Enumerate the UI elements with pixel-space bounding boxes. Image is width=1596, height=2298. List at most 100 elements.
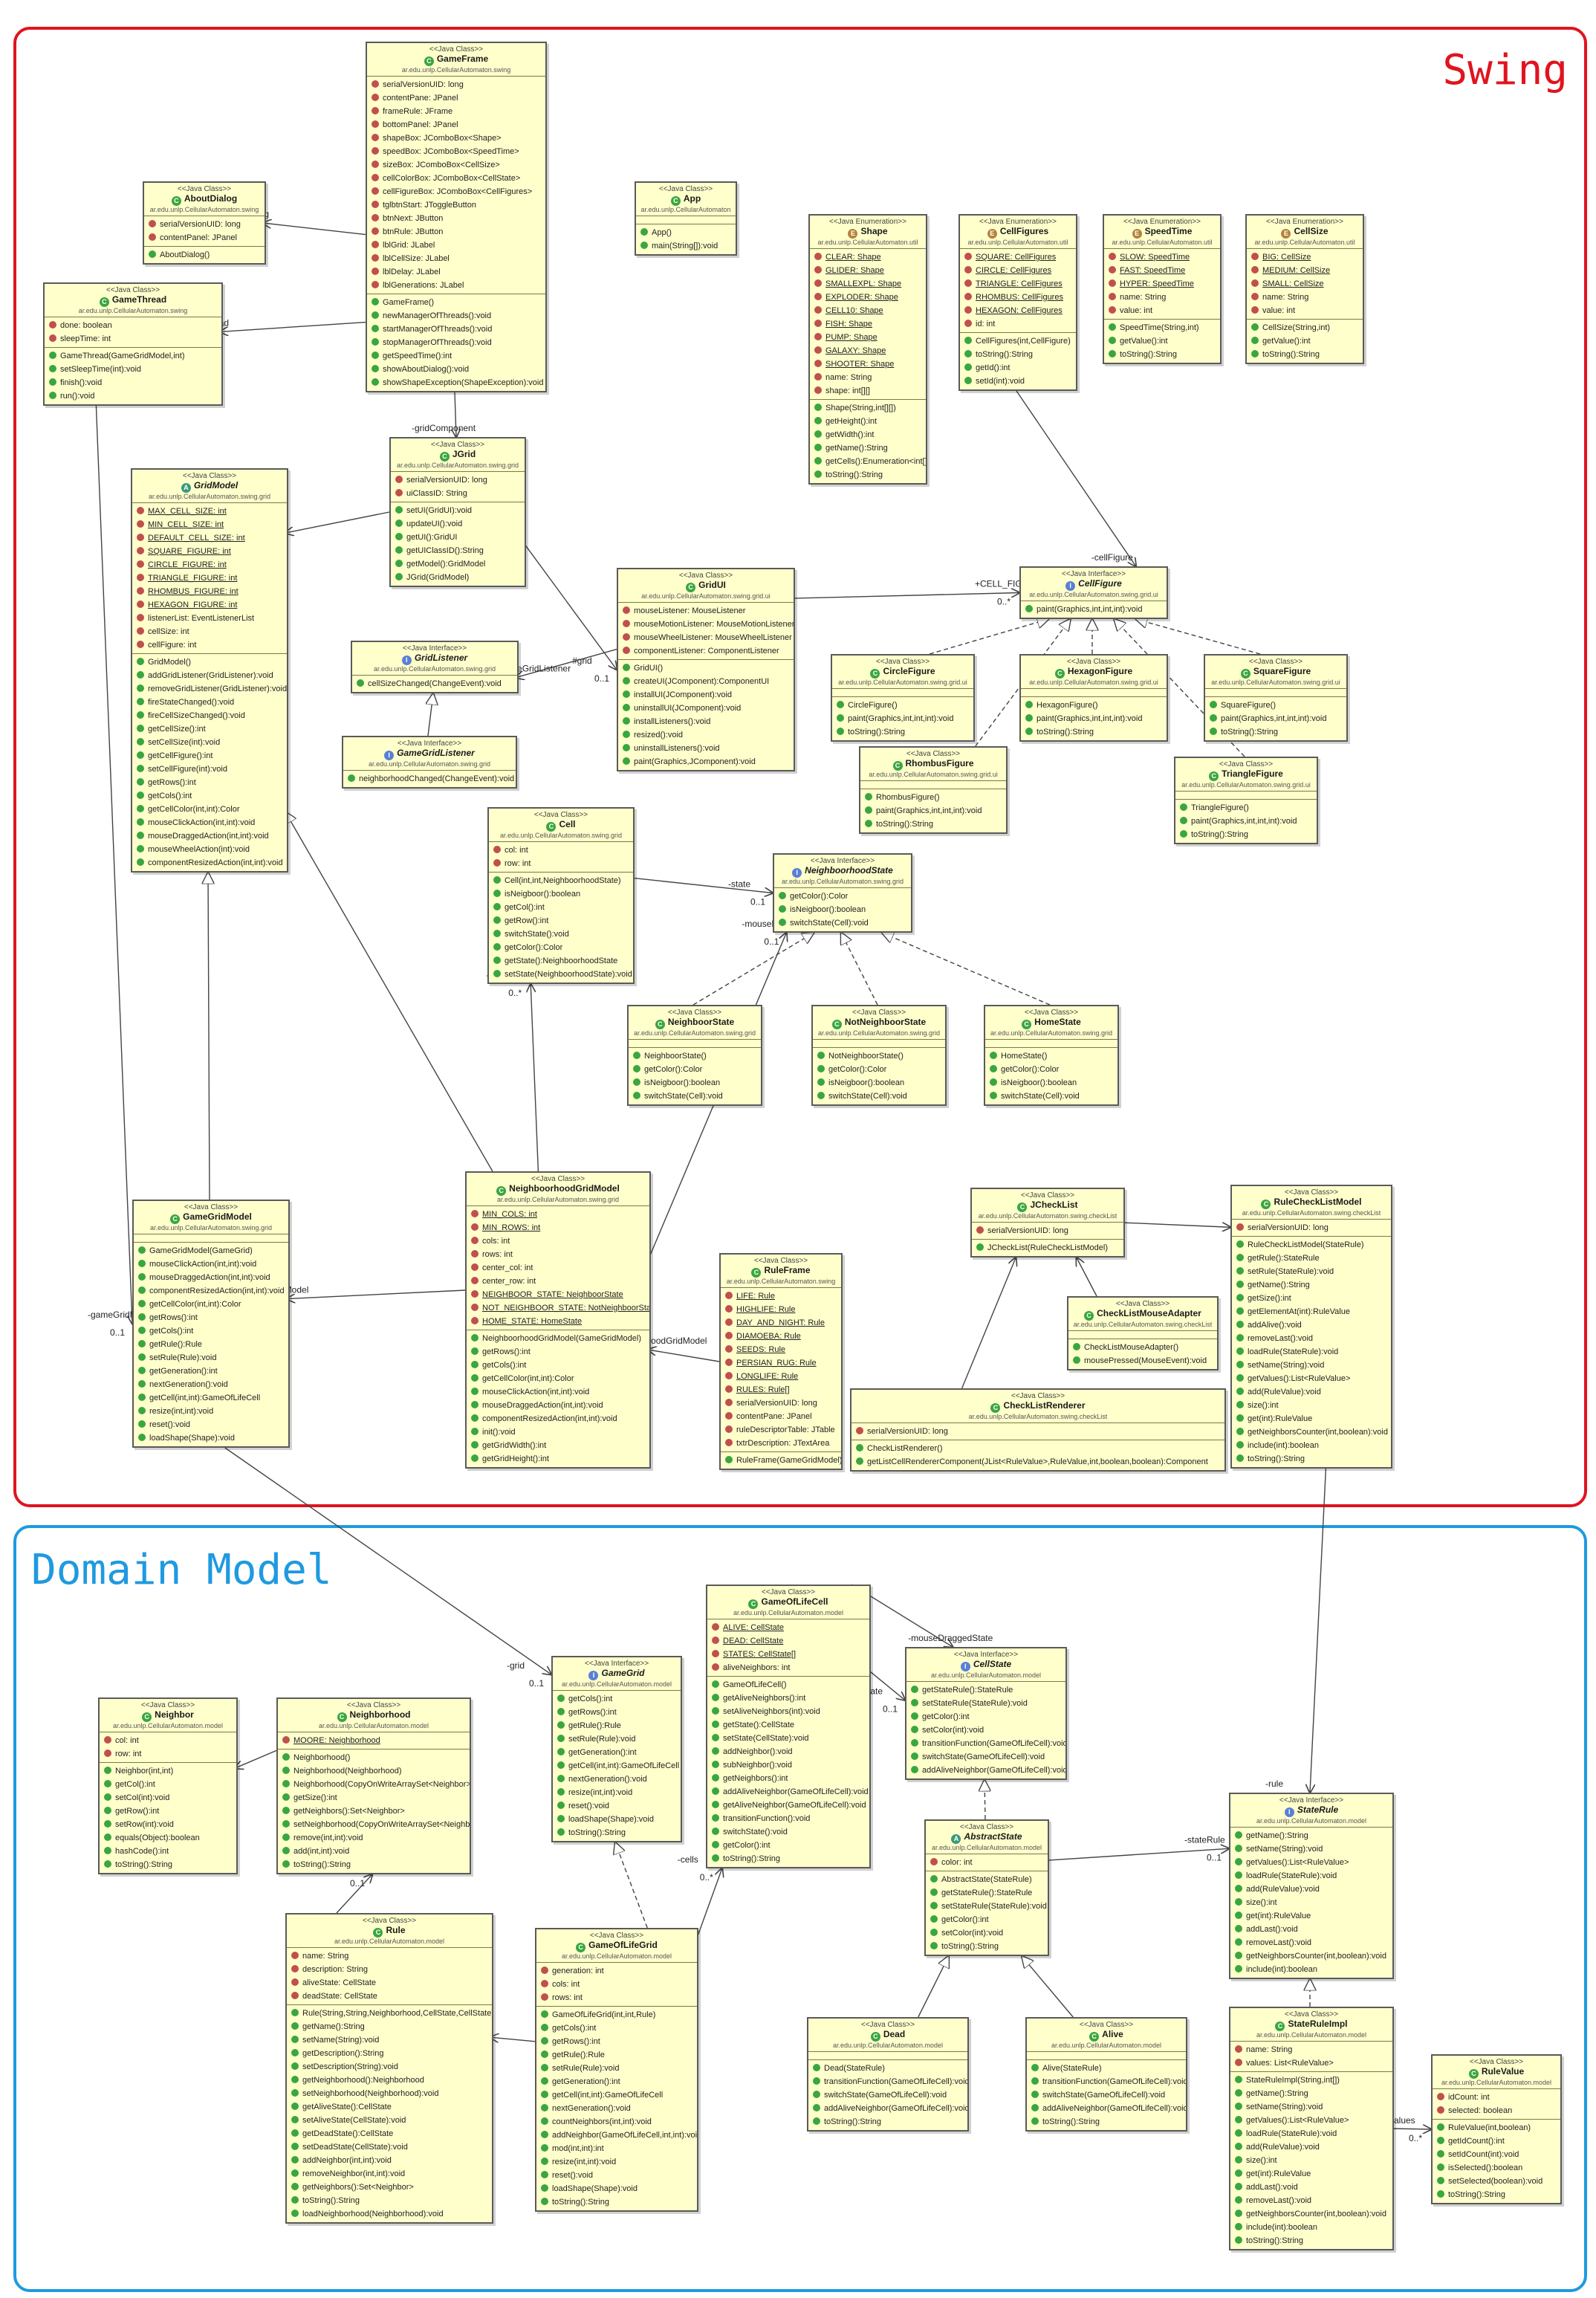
methods-section: SquareFigure()paint(Graphics,int,int,int… xyxy=(1205,697,1346,740)
method-visibility-icon xyxy=(138,1407,146,1414)
method-row: setStateRule(StateRule):void xyxy=(906,1697,1065,1710)
member-text: getCol():int xyxy=(115,1780,155,1789)
method-row: setRule(Rule):void xyxy=(553,1732,681,1746)
method-row: getRows():int xyxy=(134,1311,288,1324)
method-visibility-icon xyxy=(282,1847,290,1854)
member-text: STATES: CellState[] xyxy=(723,1650,797,1659)
method-row: removeLast():void xyxy=(1230,1936,1392,1949)
method-visibility-icon xyxy=(1235,1965,1242,1972)
member-text: RuleValue(int,boolean) xyxy=(1448,2123,1531,2132)
member-text: uninstallUI(JComponent):void xyxy=(634,704,742,713)
method-visibility-icon xyxy=(291,2183,299,2190)
member-text: loadRule(StateRule):void xyxy=(1248,1347,1339,1356)
method-row: getElementAt(int):RuleValue xyxy=(1232,1305,1391,1318)
method-row: setCol(int):void xyxy=(100,1791,236,1805)
member-text: lblCellSize: JLabel xyxy=(383,254,450,263)
class-name-text: GameOfLifeCell xyxy=(761,1596,828,1607)
method-visibility-icon xyxy=(1236,1254,1244,1261)
field-visibility-icon xyxy=(725,1439,733,1446)
field-visibility-icon xyxy=(149,220,156,227)
method-visibility-icon xyxy=(1235,1885,1242,1892)
association-line xyxy=(287,1289,466,1299)
field-visibility-icon xyxy=(372,94,379,101)
stereotype-label: <<Java Class>> xyxy=(140,1701,195,1709)
member-text: SQUARE: CellFigures xyxy=(976,253,1057,262)
field-visibility-icon xyxy=(623,620,630,627)
member-text: mouseMotionListener: MouseMotionListener xyxy=(634,620,794,629)
stereotype-label: <<Java Interface>> xyxy=(397,739,462,748)
member-text: NeighboorhoodGridModel(GameGridModel) xyxy=(482,1334,641,1343)
method-visibility-icon xyxy=(471,1347,479,1355)
method-row: mouseClickAction(int,int):void xyxy=(467,1385,649,1399)
method-visibility-icon xyxy=(493,970,501,977)
method-visibility-icon xyxy=(541,2117,548,2125)
member-text: NOT_NEIGHBOOR_STATE: NotNeighboorState xyxy=(482,1304,649,1313)
class-name-text: App xyxy=(683,193,701,204)
field-row: color: int xyxy=(926,1856,1048,1869)
method-row: addAliveNeighbor(GameOfLifeCell):void xyxy=(906,1764,1065,1777)
method-row: setCellSize(int):void xyxy=(132,736,287,749)
method-visibility-icon xyxy=(1109,337,1116,344)
field-row: PUMP: Shape xyxy=(810,331,926,344)
package-path: ar.edu.unlp.CellularAutomaton.swing.grid… xyxy=(1029,591,1158,598)
method-visibility-icon xyxy=(372,311,379,319)
method-row: HomeState() xyxy=(985,1049,1117,1063)
method-visibility-icon xyxy=(1180,817,1187,824)
class-badge-icon: C xyxy=(670,196,681,206)
member-text: include(int):boolean xyxy=(1246,1965,1318,1974)
method-row: Neighborhood(CopyOnWriteArraySet<Neighbo… xyxy=(278,1778,470,1791)
member-text: getDescription():String xyxy=(302,2049,384,2058)
realization-line xyxy=(929,619,1048,655)
member-text: addAlive():void xyxy=(1248,1321,1302,1330)
method-visibility-icon xyxy=(712,1694,719,1701)
method-visibility-icon xyxy=(471,1361,479,1368)
method-visibility-icon xyxy=(291,2089,299,2097)
member-text: uiClassID: String xyxy=(406,489,467,498)
method-visibility-icon xyxy=(372,365,379,372)
method-row: toString():String xyxy=(926,1940,1048,1953)
association-role-label: -grid xyxy=(507,1660,525,1671)
method-row: getCell(int,int):GameOfLifeCell xyxy=(553,1759,681,1773)
member-text: name: String xyxy=(825,373,872,382)
field-row: name: String xyxy=(287,1949,492,1963)
association-multiplicity-label: 0..1 xyxy=(750,897,765,907)
member-text: isNeigboor():boolean xyxy=(828,1078,905,1087)
class-badge-icon: C xyxy=(686,583,696,592)
method-visibility-icon xyxy=(104,1847,111,1854)
package-path: ar.edu.unlp.CellularAutomaton.model xyxy=(1441,2079,1552,2086)
method-visibility-icon xyxy=(1235,1912,1242,1919)
method-visibility-icon xyxy=(138,1327,146,1334)
stereotype-label: <<Java Class>> xyxy=(906,750,961,758)
class-name-text: JCheckList xyxy=(1030,1200,1078,1210)
method-row: paint(Graphics,int,int,int):void xyxy=(1175,815,1317,828)
member-text: getCols():int xyxy=(148,792,192,800)
method-row: getGeneration():int xyxy=(553,1746,681,1759)
member-text: paint(Graphics,int,int,int):void xyxy=(1037,605,1143,614)
field-row: HIGHLIFE: Rule xyxy=(721,1303,841,1316)
member-text: getStateRule():StateRule xyxy=(922,1686,1013,1695)
member-text: switchState(Cell):void xyxy=(790,919,869,928)
methods-section: JCheckList(RuleCheckListModel) xyxy=(972,1240,1123,1256)
member-text: loadNeighborhood(Neighborhood):void xyxy=(302,2210,444,2218)
method-visibility-icon xyxy=(1210,701,1217,708)
method-visibility-icon xyxy=(817,1065,825,1072)
method-row: mouseDraggedAction(int,int):void xyxy=(134,1271,288,1284)
class-badge-icon: C xyxy=(337,1712,347,1722)
method-row: resize(int,int):void xyxy=(536,2155,697,2169)
method-row: getModel():GridModel xyxy=(391,557,525,571)
member-text: DIAMOEBA: Rule xyxy=(736,1332,801,1341)
member-text: isNeigboor():boolean xyxy=(790,905,866,914)
field-visibility-icon xyxy=(104,1750,111,1757)
method-row: loadShape(Shape):void xyxy=(134,1431,288,1445)
method-row: getName():String xyxy=(1230,2087,1392,2100)
